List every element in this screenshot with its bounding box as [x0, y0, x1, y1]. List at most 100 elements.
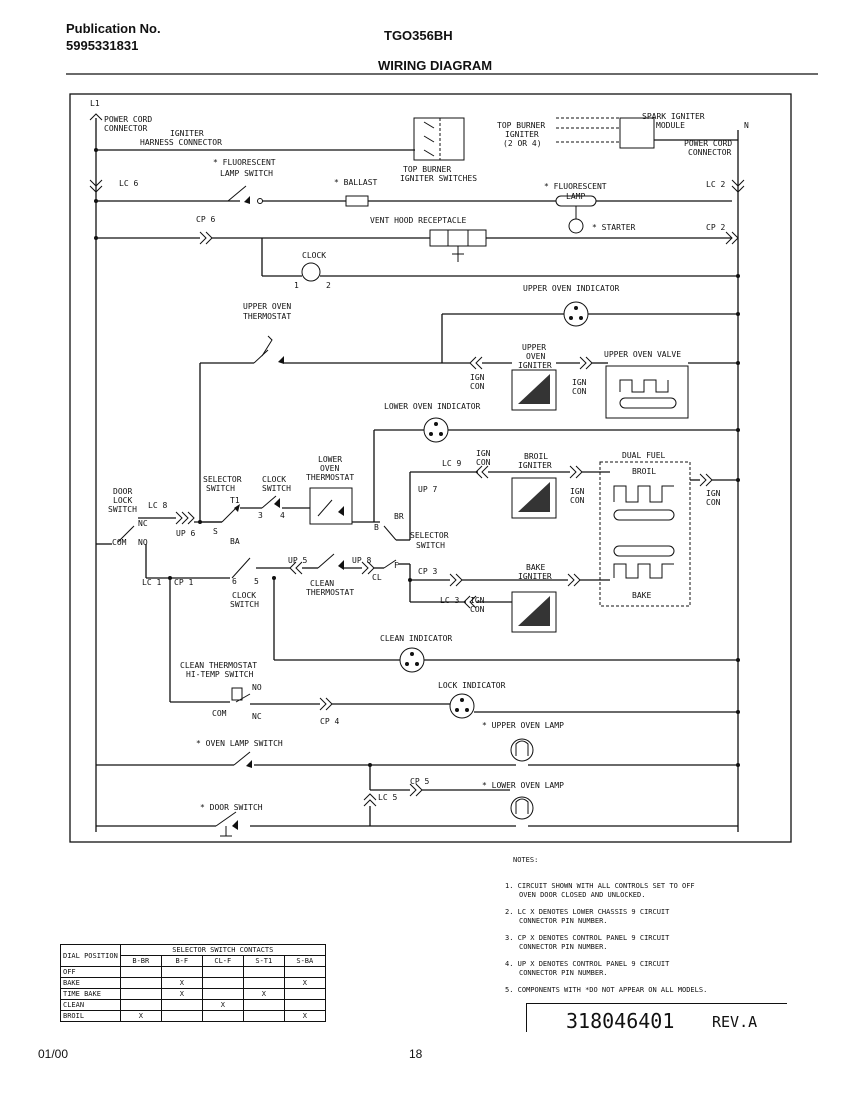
top-burner-igniter-2: IGNITER — [505, 130, 539, 139]
upper-oven-thermostat-1: UPPER OVEN — [243, 302, 291, 311]
upper-oven-valve — [605, 365, 689, 419]
note-4-line-2: CONNECTOR PIN NUMBER. — [519, 969, 608, 977]
pin-5-label: 5 — [254, 577, 259, 586]
power-cord-right-1: POWER CORD — [684, 139, 732, 148]
row-name: CLEAN — [60, 999, 121, 1011]
table-cell: X — [201, 999, 244, 1011]
ign-con-upper-left-2: CON — [470, 382, 485, 391]
broil-igniter-1: BROIL — [524, 452, 548, 461]
lower-oven-thermostat — [309, 487, 353, 525]
broil-igniter-2: IGNITER — [518, 461, 552, 470]
fluorescent-lamp-1: * FLUORESCENT — [544, 182, 607, 191]
cp4-connector — [319, 697, 333, 711]
ballast — [345, 195, 369, 207]
upper-oven-igniter-1: UPPER — [522, 343, 546, 352]
table-cell — [283, 988, 326, 1000]
column-header: CL-F — [201, 955, 244, 967]
clock — [301, 262, 321, 282]
table-cell — [242, 1010, 285, 1022]
clean-thermostat-2: THERMOSTAT — [306, 588, 354, 597]
table-row: BROIL X X — [60, 1010, 326, 1022]
clean-thermostat-1: CLEAN — [310, 579, 334, 588]
door-switch-label: * DOOR SWITCH — [200, 803, 263, 812]
top-burner-igniter-switches — [413, 117, 465, 161]
part-number: 318046401 — [566, 1009, 675, 1033]
cp6-label: CP 6 — [196, 215, 215, 224]
note-2-line-2: CONNECTOR PIN NUMBER. — [519, 917, 608, 925]
page-title: WIRING DIAGRAM — [378, 58, 493, 73]
bake-igniter-2: IGNITER — [518, 572, 552, 581]
clock-label: CLOCK — [302, 251, 326, 260]
ign-con-bake-right — [567, 573, 581, 587]
ballast-label: * BALLAST — [334, 178, 378, 187]
clean-indicator — [399, 647, 425, 673]
igniter-harness-1: IGNITER — [170, 129, 204, 138]
starter — [568, 218, 584, 234]
cp2-label: CP 2 — [706, 223, 725, 232]
ign-con-broil-right-2: CON — [570, 496, 585, 505]
power-cord-left-connector — [89, 113, 103, 121]
door-lock-switch — [117, 525, 135, 543]
lc6-connector — [89, 179, 103, 193]
footer-date: 01/00 — [38, 1047, 69, 1061]
ign-con-broil-right — [569, 465, 583, 479]
top-burner-switches-1: TOP BURNER — [403, 165, 451, 174]
upper-oven-indicator — [563, 301, 589, 327]
diagram-border — [69, 93, 792, 843]
table-cell — [283, 999, 326, 1011]
door-lock-switch-2: LOCK — [113, 496, 132, 505]
upper-oven-lamp — [510, 738, 534, 762]
upper-oven-lamp-label: * UPPER OVEN LAMP — [482, 721, 564, 730]
nc-label-1: NC — [138, 519, 148, 528]
ign-con-bake-left-1: IGN — [470, 596, 485, 605]
pin-4-label: 4 — [280, 511, 285, 520]
selector-switch-main — [383, 525, 397, 541]
vent-hood-receptacle — [429, 229, 487, 247]
nc-label-2: NC — [252, 712, 262, 721]
table-cell — [119, 977, 162, 989]
note-1-line-2: OVEN DOOR CLOSED AND UNLOCKED. — [519, 891, 646, 899]
part-number-box — [526, 1003, 787, 1032]
cp4-label: CP 4 — [320, 717, 339, 726]
column-header: B-BR — [119, 955, 162, 967]
table-cell — [160, 999, 203, 1011]
dual-fuel-label: DUAL FUEL — [622, 451, 666, 460]
table-cell — [119, 966, 162, 978]
up5-label: UP 5 — [288, 556, 307, 565]
column-header: S-BA — [283, 955, 326, 967]
lc5-connector — [363, 793, 377, 807]
lc2-label: LC 2 — [706, 180, 725, 189]
clock-switch-lower — [231, 557, 251, 579]
dual-fuel-valve — [599, 461, 691, 607]
door-lock-switch-1: DOOR — [113, 487, 132, 496]
table-row: TIME BAKE X X — [60, 988, 326, 1000]
row-name: OFF — [60, 966, 121, 978]
igniter-harness-2: HARNESS CONNECTOR — [140, 138, 222, 147]
table-row: CLEAN X — [60, 999, 326, 1011]
up7-label: UP 7 — [418, 485, 437, 494]
table-cell — [119, 988, 162, 1000]
table-cell — [201, 1010, 244, 1022]
broil-label: BROIL — [632, 467, 656, 476]
cp1-label: CP 1 — [174, 578, 193, 587]
upper-oven-thermostat-switch — [253, 349, 269, 364]
pin-3-label: 3 — [258, 511, 263, 520]
l1-label: L1 — [90, 99, 100, 108]
note-5-line-1: 5. COMPONENTS WITH *DO NOT APPEAR ON ALL… — [505, 986, 708, 994]
table-cell — [242, 999, 285, 1011]
table-cell — [119, 999, 162, 1011]
upper-oven-igniter-2: OVEN — [526, 352, 545, 361]
cp6-connector — [199, 231, 213, 245]
ign-con-broil-left-1: IGN — [476, 449, 491, 458]
no-label-1: NO — [138, 538, 148, 547]
table-cell: X — [160, 977, 203, 989]
clean-hi-temp-2: HI-TEMP SWITCH — [186, 670, 254, 679]
clean-hi-temp-1: CLEAN THERMOSTAT — [180, 661, 257, 670]
com-label-1: COM — [112, 538, 127, 547]
lc8-connector — [175, 511, 189, 525]
ign-con-broil-right-1: IGN — [570, 487, 585, 496]
row-name: BROIL — [60, 1010, 121, 1022]
top-burner-igniter-1: TOP BURNER — [497, 121, 545, 130]
cl-label: CL — [372, 573, 382, 582]
